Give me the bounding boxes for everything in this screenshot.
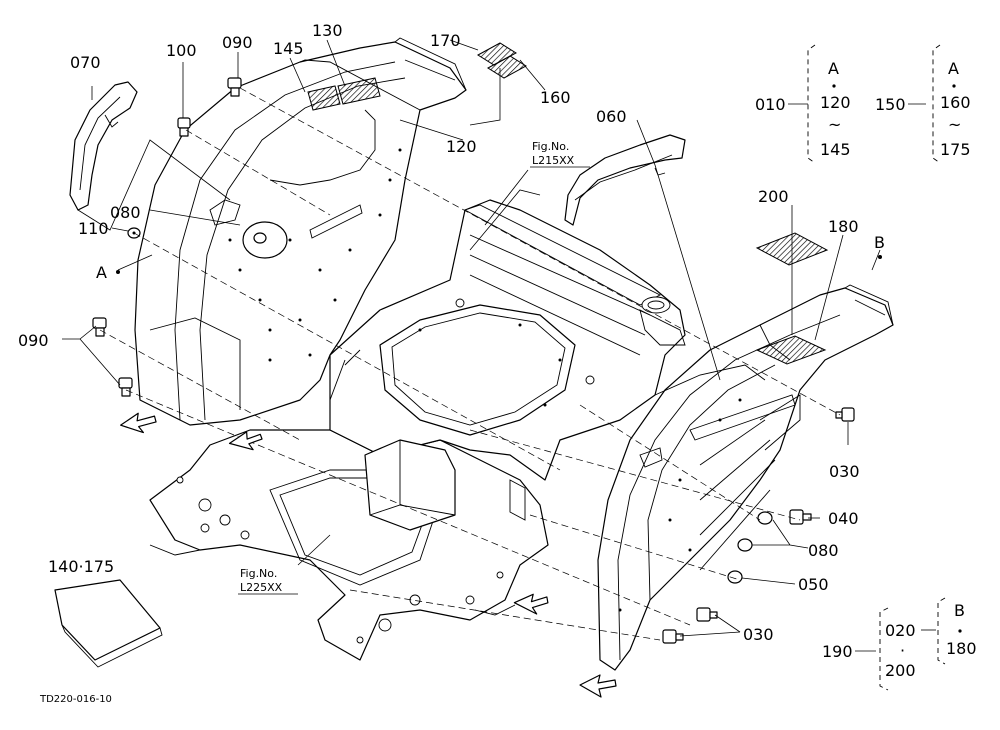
label-180: 180	[828, 217, 859, 236]
range-150-head: A	[948, 59, 959, 78]
grab-handle-060	[564, 134, 686, 226]
label-090-top: 090	[222, 33, 253, 52]
bolt-040	[789, 509, 812, 525]
fig-ref-bottom-code: L225XX	[240, 581, 283, 594]
center-frame	[329, 199, 686, 531]
label-200: 200	[758, 187, 789, 206]
washer-080-right-b	[737, 538, 753, 552]
label-090-left: 090	[18, 331, 49, 350]
label-b: B	[874, 233, 885, 252]
label-120: 120	[446, 137, 477, 156]
washer-080-right-a	[757, 511, 773, 525]
range-010-from: 120	[820, 93, 851, 112]
label-080-right: 080	[808, 541, 839, 560]
label-100: 100	[166, 41, 197, 60]
fig-ref-top-label: Fig.No.	[532, 140, 569, 153]
range-150-sep: ~	[948, 115, 961, 134]
range-010-sep: ~	[828, 115, 841, 134]
decal-130	[337, 77, 381, 105]
range-190: 190 020 · 200 B 180	[822, 597, 977, 691]
bolt-090-left-lower	[118, 377, 133, 397]
range-150-from: 160	[940, 93, 971, 112]
range-010-head: A	[828, 59, 839, 78]
label-170: 170	[430, 31, 461, 50]
leader-lines	[62, 39, 881, 641]
range-010-label: 010	[755, 95, 786, 114]
right-fender	[597, 284, 894, 671]
label-050: 050	[798, 575, 829, 594]
range-150-label: 150	[875, 95, 906, 114]
label-110: 110	[78, 219, 109, 238]
range-190-b-head: B	[954, 601, 965, 620]
label-145: 145	[273, 39, 304, 58]
label-080-left: 080	[110, 203, 141, 222]
grab-handle-070	[69, 81, 138, 211]
decal-170	[477, 42, 517, 66]
decal-180	[755, 335, 827, 365]
decal-160	[487, 55, 527, 79]
label-a-left: A	[96, 263, 107, 282]
label-070: 070	[70, 53, 101, 72]
range-190-first: 020	[885, 621, 916, 640]
range-010-to: 145	[820, 140, 851, 159]
range-190-b-val: 180	[946, 639, 977, 658]
range-190-label: 190	[822, 642, 853, 661]
manual-140-175	[54, 579, 163, 668]
decal-145	[307, 85, 341, 111]
label-160: 160	[540, 88, 571, 107]
label-140-175: 140·175	[48, 557, 114, 576]
fig-ref-bottom-label: Fig.No.	[240, 567, 277, 580]
bolt-030-right	[835, 407, 855, 422]
floor-plate	[149, 429, 549, 661]
bolt-090-left-upper	[92, 317, 107, 337]
bolt-100	[177, 117, 191, 137]
washer-050	[727, 570, 743, 584]
range-190-second: 200	[885, 661, 916, 680]
bolt-030-bottom-b	[662, 629, 684, 644]
range-150-to: 175	[940, 140, 971, 159]
label-030-right: 030	[829, 462, 860, 481]
direction-arrows	[120, 412, 617, 698]
range-010: 010 A 120 ~ 145	[755, 44, 851, 164]
label-130: 130	[312, 21, 343, 40]
bolt-030-bottom-a	[696, 607, 718, 622]
label-060: 060	[596, 107, 627, 126]
bolt-090-top	[227, 77, 242, 97]
label-040: 040	[828, 509, 859, 528]
drawing-code: TD220-016-10	[39, 694, 112, 705]
washer-080-left	[242, 221, 288, 259]
range-190-mid: ·	[900, 641, 905, 660]
range-150: 150 A 160 ~ 175	[875, 44, 971, 164]
label-030-bottom: 030	[743, 625, 774, 644]
fig-ref-top-code: L215XX	[532, 154, 575, 167]
